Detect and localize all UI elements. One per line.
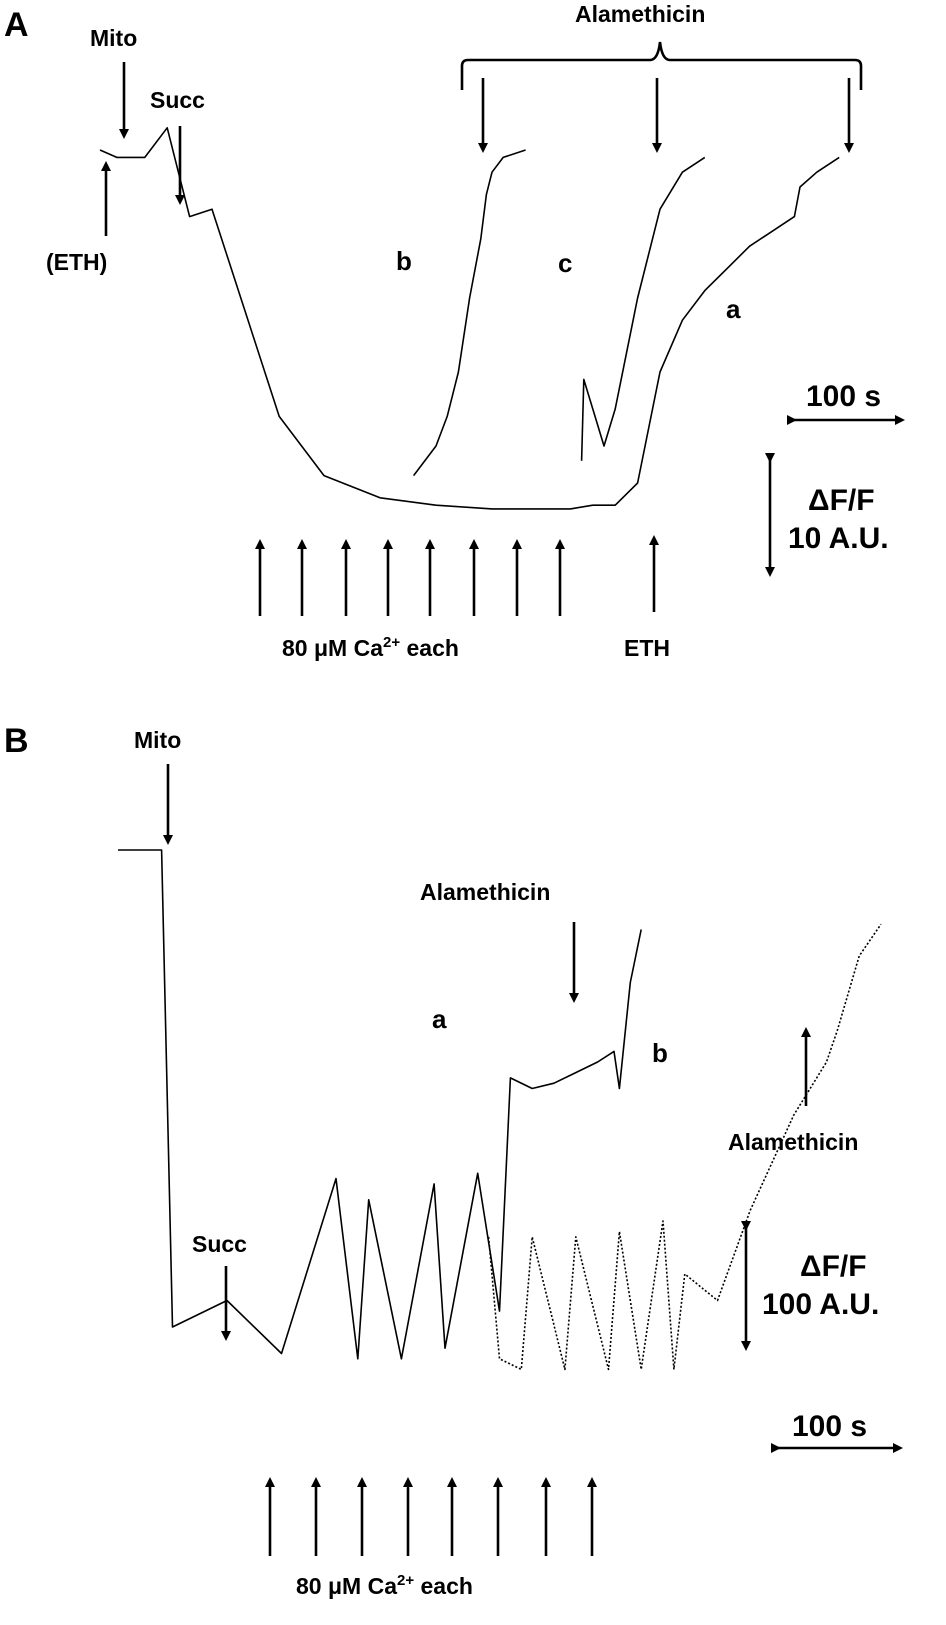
a-succ-label: Succ <box>150 87 205 113</box>
b-alamethicin-label-a: Alamethicin <box>420 879 550 905</box>
a-alamethicin-bracket <box>460 41 863 90</box>
a-curve-label-b: b <box>396 246 412 276</box>
panelA-traces-series-a <box>99 127 840 510</box>
b-scale-signal-line1: ΔF/F <box>800 1250 867 1283</box>
panel-label-a: A <box>4 6 29 44</box>
panel-a-traces <box>99 127 840 510</box>
a-curve-label-a: a <box>726 294 741 324</box>
b-curve-label-b: b <box>652 1038 668 1068</box>
b-mito-label: Mito <box>134 727 181 753</box>
panel-b-traces <box>118 849 882 1371</box>
a-ca-arrows <box>255 539 565 616</box>
b-curve-label-a: a <box>432 1004 447 1034</box>
a-scale-signal-line2: 10 A.U. <box>788 522 889 555</box>
panelB-traces-series-b <box>487 923 882 1371</box>
b-ca-label: 80 μM Ca2+ each <box>296 1572 473 1599</box>
panel-label-b: B <box>4 722 29 760</box>
a-scale-signal-line1: ΔF/F <box>808 484 875 517</box>
a-scale-time-label: 100 s <box>806 380 881 413</box>
a-ca-label: 80 μM Ca2+ each <box>282 634 459 661</box>
panelA-traces-series-c <box>580 156 706 461</box>
a-eth-label: ETH <box>624 635 670 661</box>
a-eth-paren-label: (ETH) <box>46 249 107 275</box>
a-alamethicin-label: Alamethicin <box>575 1 705 27</box>
panelB-traces-series-a <box>118 849 642 1360</box>
b-succ-label: Succ <box>192 1231 247 1257</box>
a-mito-label: Mito <box>90 25 137 51</box>
b-scale-time-label: 100 s <box>792 1410 867 1443</box>
a-curve-label-c: c <box>558 248 572 278</box>
b-ca-arrows <box>265 1477 597 1556</box>
b-alamethicin-label-b: Alamethicin <box>728 1129 858 1155</box>
b-scale-signal-line2: 100 A.U. <box>762 1288 879 1321</box>
panelA-traces-series-b <box>412 149 526 477</box>
